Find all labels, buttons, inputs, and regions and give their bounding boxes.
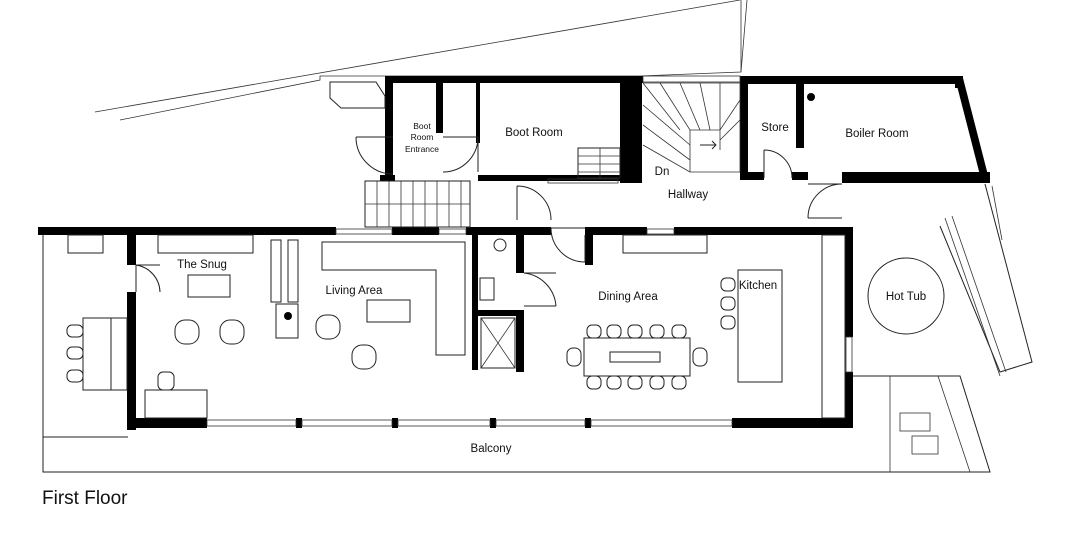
label-hallway: Hallway	[668, 189, 709, 201]
label-boot-room-entrance-3: Entrance	[405, 144, 439, 154]
balcony-outline	[42, 228, 991, 473]
terrain-outline	[94, 0, 748, 121]
label-boot-room-entrance-1: Boot	[413, 121, 431, 131]
label-kitchen: Kitchen	[739, 280, 777, 292]
walls	[38, 76, 990, 430]
stairs	[364, 82, 741, 228]
label-hot-tub: Hot Tub	[886, 291, 926, 303]
furniture	[66, 81, 945, 419]
label-living-area: Living Area	[326, 285, 384, 297]
label-store: Store	[761, 122, 789, 134]
label-boiler-room: Boiler Room	[845, 128, 908, 140]
label-dining-area: Dining Area	[598, 291, 658, 303]
room-labels: Boot Room Entrance Boot Room Store Boile…	[177, 121, 926, 455]
label-boot-room-entrance-2: Room	[411, 132, 434, 142]
windows	[206, 75, 853, 427]
label-stairs-down: Dn	[655, 166, 670, 178]
label-balcony: Balcony	[471, 443, 512, 455]
floor-title: First Floor	[42, 488, 128, 509]
label-boot-room: Boot Room	[505, 127, 563, 139]
deck-outline	[939, 183, 1033, 377]
label-snug: The Snug	[177, 259, 227, 271]
doors	[135, 136, 843, 307]
